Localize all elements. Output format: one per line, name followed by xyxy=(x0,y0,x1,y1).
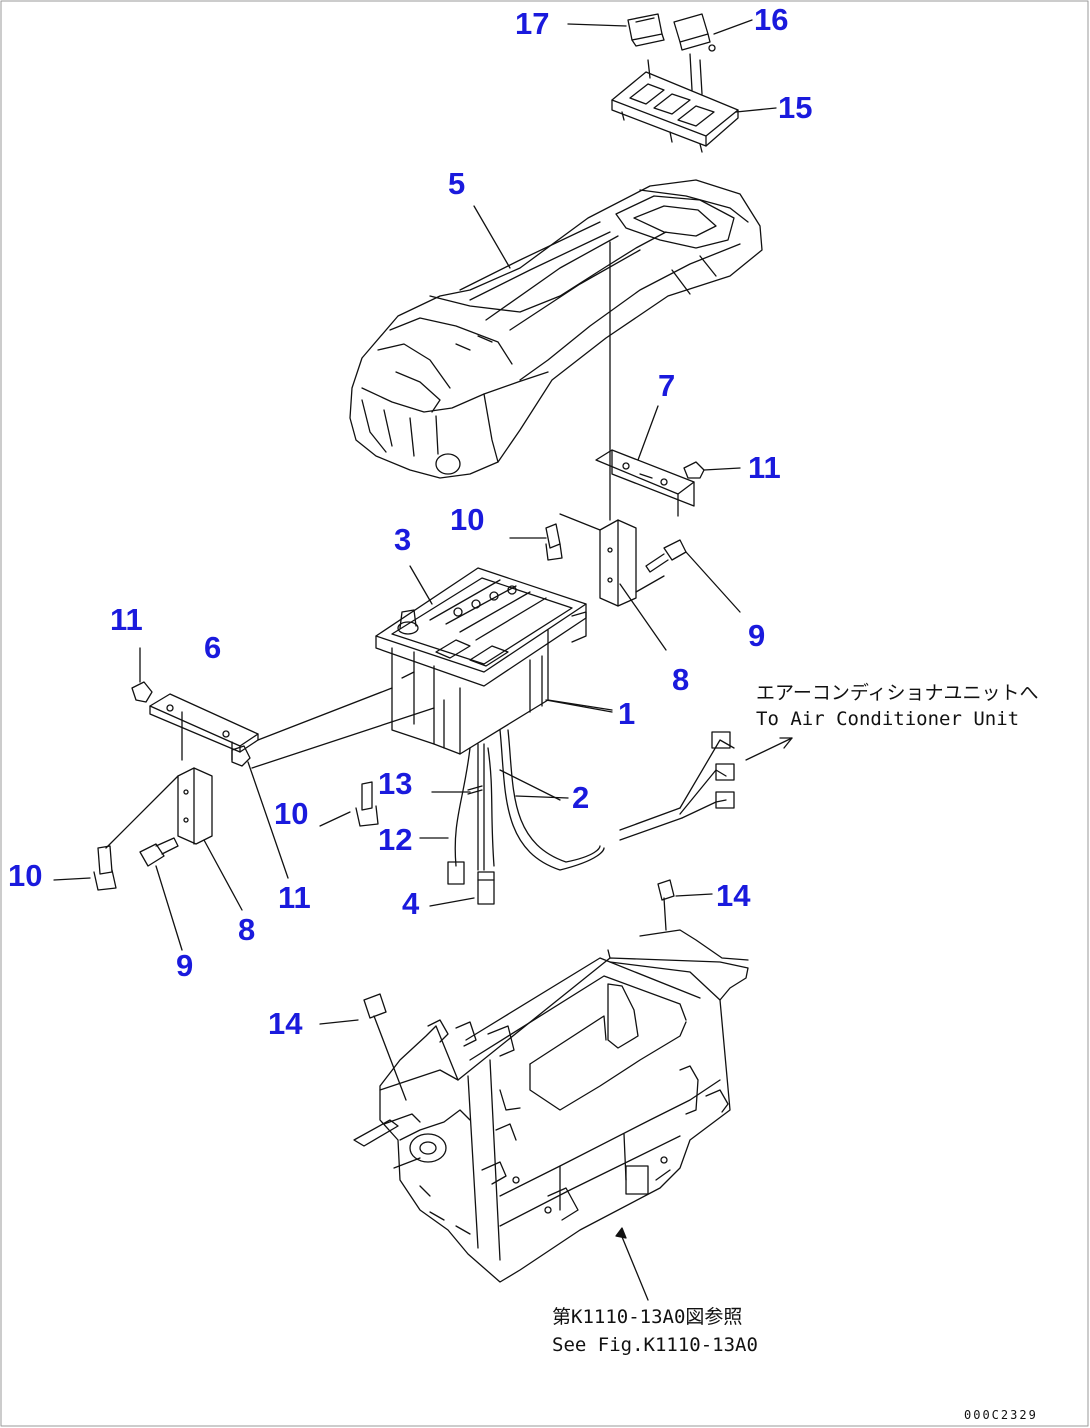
part-16-switch xyxy=(673,13,716,52)
note-see-fig-en: See Fig.K1110-13A0 xyxy=(552,1334,758,1356)
callout-9-left: 9 xyxy=(176,948,194,983)
callout-10-top: 10 xyxy=(450,502,485,537)
part-5-console-cover xyxy=(349,179,763,479)
callout-13: 13 xyxy=(378,766,413,801)
part-10-bolt-top xyxy=(545,523,563,561)
callout-11-right: 11 xyxy=(748,450,781,485)
callout-10-left: 10 xyxy=(8,858,43,893)
part-8-bracket-right xyxy=(559,241,637,607)
part-10-bolt-mid xyxy=(355,781,379,827)
part-9-bolt-left xyxy=(139,837,183,951)
callout-1: 1 xyxy=(618,696,636,731)
callout-8-right: 8 xyxy=(672,662,690,697)
part-11-clip-right xyxy=(683,461,741,479)
note-see-fig-jp: 第K1110-13A0図参照 xyxy=(552,1306,743,1328)
callout-16: 16 xyxy=(754,2,789,37)
part-17-switch xyxy=(627,13,665,47)
part-7-bracket xyxy=(595,449,695,517)
part-14-bolt-left xyxy=(363,993,407,1101)
callout-17: 17 xyxy=(515,6,550,41)
figure-id: 000C2329 xyxy=(964,1408,1038,1422)
callout-3: 3 xyxy=(394,522,412,557)
part-8-bracket-left xyxy=(105,767,243,911)
callout-10-mid: 10 xyxy=(274,796,309,831)
callout-14-right: 14 xyxy=(716,878,751,913)
leader-lines xyxy=(53,19,777,1025)
callout-11-left: 11 xyxy=(110,602,143,637)
part-14-bolt-right xyxy=(657,879,675,931)
part-3-panel xyxy=(375,567,587,687)
callout-7: 7 xyxy=(658,368,676,403)
callout-12: 12 xyxy=(378,822,413,857)
callout-6: 6 xyxy=(204,630,222,665)
part-13-12-4-connectors xyxy=(447,743,495,905)
part-15-switch-plate xyxy=(611,53,739,153)
part-11-clip-left-top xyxy=(131,647,153,703)
note-air-conditioner-jp: エアーコンディショナユニットへ xyxy=(756,682,1039,704)
part-10-bolt-left xyxy=(93,845,117,891)
callout-9-right: 9 xyxy=(748,618,766,653)
part-9-bolt-right xyxy=(635,539,741,613)
lower-console-frame xyxy=(353,929,749,1301)
part-11-clip-bottom xyxy=(231,745,289,879)
part-1-controller xyxy=(391,611,613,755)
callout-4: 4 xyxy=(402,886,420,921)
callout-14-left: 14 xyxy=(268,1006,303,1041)
callout-2: 2 xyxy=(572,780,590,815)
callout-11-bottom: 11 xyxy=(278,880,311,915)
note-air-conditioner-en: To Air Conditioner Unit xyxy=(756,708,1020,730)
callout-8-left: 8 xyxy=(238,912,256,947)
callout-5: 5 xyxy=(448,166,466,201)
callout-15: 15 xyxy=(778,90,813,125)
part-6-bracket xyxy=(149,687,435,769)
part-2-harness xyxy=(499,729,793,871)
